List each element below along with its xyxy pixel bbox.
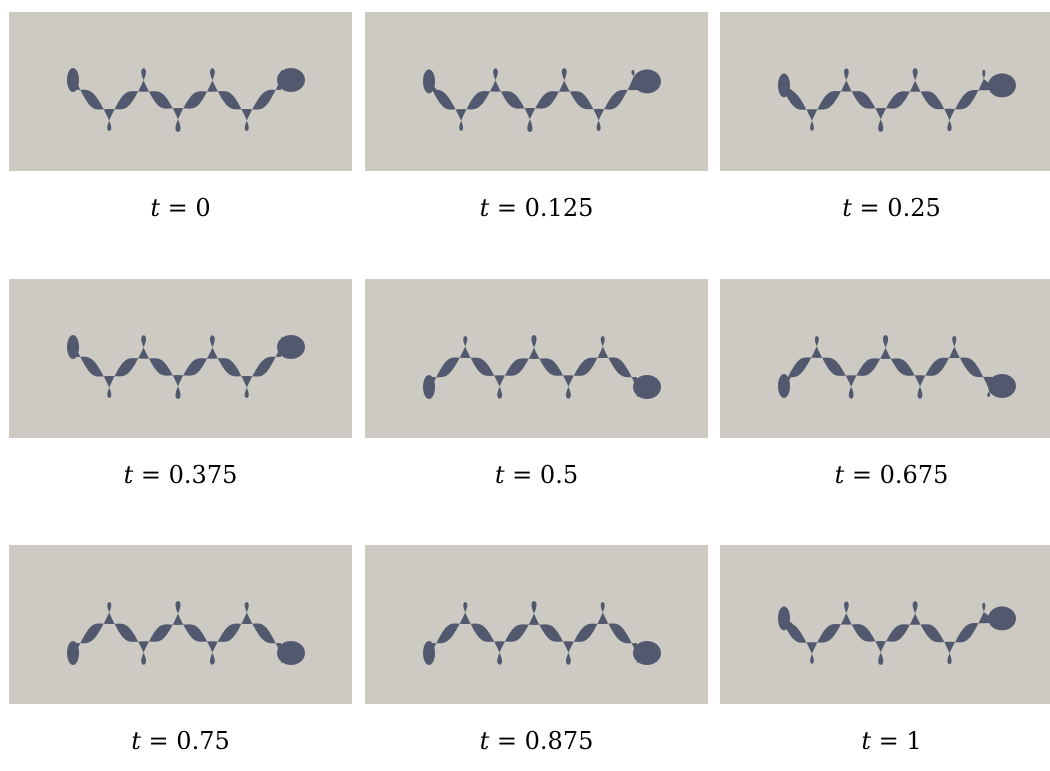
- swimmer-head: [277, 68, 305, 92]
- time-value: 0.75: [176, 727, 230, 755]
- time-variable: t: [494, 461, 505, 489]
- snapshot-panel: [9, 545, 352, 704]
- snapshot-figure: [720, 279, 1050, 438]
- time-value: 0.125: [524, 194, 594, 222]
- swimmer-head: [633, 641, 661, 665]
- swimmer-head: [633, 69, 661, 94]
- time-value: 0.875: [524, 727, 594, 755]
- equals-sign: =: [489, 727, 525, 755]
- swimmer-head: [988, 374, 1016, 398]
- swimmer-body: [429, 601, 639, 665]
- time-value: 0.25: [887, 194, 941, 222]
- swimmer-body: [778, 68, 1000, 132]
- swimmer-tail: [67, 335, 79, 359]
- swimmer-tail: [778, 606, 790, 631]
- time-caption: t = 0.5: [365, 460, 708, 490]
- equals-sign: =: [871, 727, 907, 755]
- swimmer-body: [73, 68, 283, 132]
- time-variable: t: [479, 727, 490, 755]
- snapshot-figure: [9, 12, 352, 171]
- equals-sign: =: [133, 461, 169, 489]
- snapshot-panel: [365, 279, 708, 438]
- swimmer-body: [778, 601, 1000, 665]
- snapshot-figure: [365, 12, 708, 171]
- snapshot-panel: [720, 279, 1050, 438]
- time-caption: t = 0.75: [9, 726, 352, 756]
- snapshot-panel: [365, 545, 708, 704]
- equals-sign: =: [844, 461, 880, 489]
- swimmer-body: [73, 601, 283, 665]
- domain-background: [365, 12, 708, 171]
- snapshot-figure: [9, 279, 352, 438]
- time-caption: t = 0.375: [9, 460, 352, 490]
- snapshot-panel: [720, 12, 1050, 171]
- time-value: 0.675: [879, 461, 949, 489]
- time-caption: t = 1: [720, 726, 1050, 756]
- swimmer-tail: [67, 68, 79, 92]
- time-value: 0.5: [539, 461, 579, 489]
- swimmer-tail: [778, 374, 790, 398]
- time-caption: t = 0.25: [720, 193, 1050, 223]
- time-variable: t: [842, 194, 852, 222]
- equals-sign: =: [140, 727, 177, 755]
- swimmer-tail: [778, 73, 790, 98]
- time-value: 0.375: [168, 461, 238, 489]
- snapshot-figure: [720, 12, 1050, 171]
- time-variable: t: [479, 194, 490, 222]
- time-caption: t = 0.875: [365, 726, 708, 756]
- time-variable: t: [834, 461, 845, 489]
- time-caption: t = 0.125: [365, 193, 708, 223]
- swimmer-tail: [423, 375, 435, 399]
- swimmer-head: [988, 73, 1016, 98]
- equals-sign: =: [851, 194, 888, 222]
- snapshot-panel: [365, 12, 708, 171]
- swimmer-tail: [423, 69, 435, 94]
- snapshot-panel: [9, 12, 352, 171]
- time-variable: t: [150, 194, 160, 222]
- swimmer-head: [277, 641, 305, 665]
- swimmer-head: [988, 606, 1016, 631]
- time-value: 1: [906, 727, 922, 755]
- domain-background: [9, 12, 352, 171]
- time-value: 0: [195, 194, 211, 222]
- time-variable: t: [131, 727, 141, 755]
- swimmer-body: [429, 335, 639, 399]
- swimmer-tail: [423, 641, 435, 665]
- snapshot-panel: [720, 545, 1050, 704]
- domain-background: [9, 279, 352, 438]
- snapshot-figure: [720, 545, 1050, 704]
- swimmer-head: [277, 335, 305, 359]
- equals-sign: =: [504, 461, 540, 489]
- snapshot-figure: [365, 545, 708, 704]
- swimmer-head: [633, 375, 661, 399]
- snapshot-panel: [9, 279, 352, 438]
- swimmer-body: [73, 335, 283, 399]
- snapshot-figure: [365, 279, 708, 438]
- swimmer-tail: [67, 641, 79, 665]
- time-caption: t = 0.675: [720, 460, 1050, 490]
- time-variable: t: [861, 727, 871, 755]
- equals-sign: =: [489, 194, 525, 222]
- time-variable: t: [123, 461, 134, 489]
- time-caption: t = 0: [9, 193, 352, 223]
- snapshot-figure: [9, 545, 352, 704]
- equals-sign: =: [160, 194, 196, 222]
